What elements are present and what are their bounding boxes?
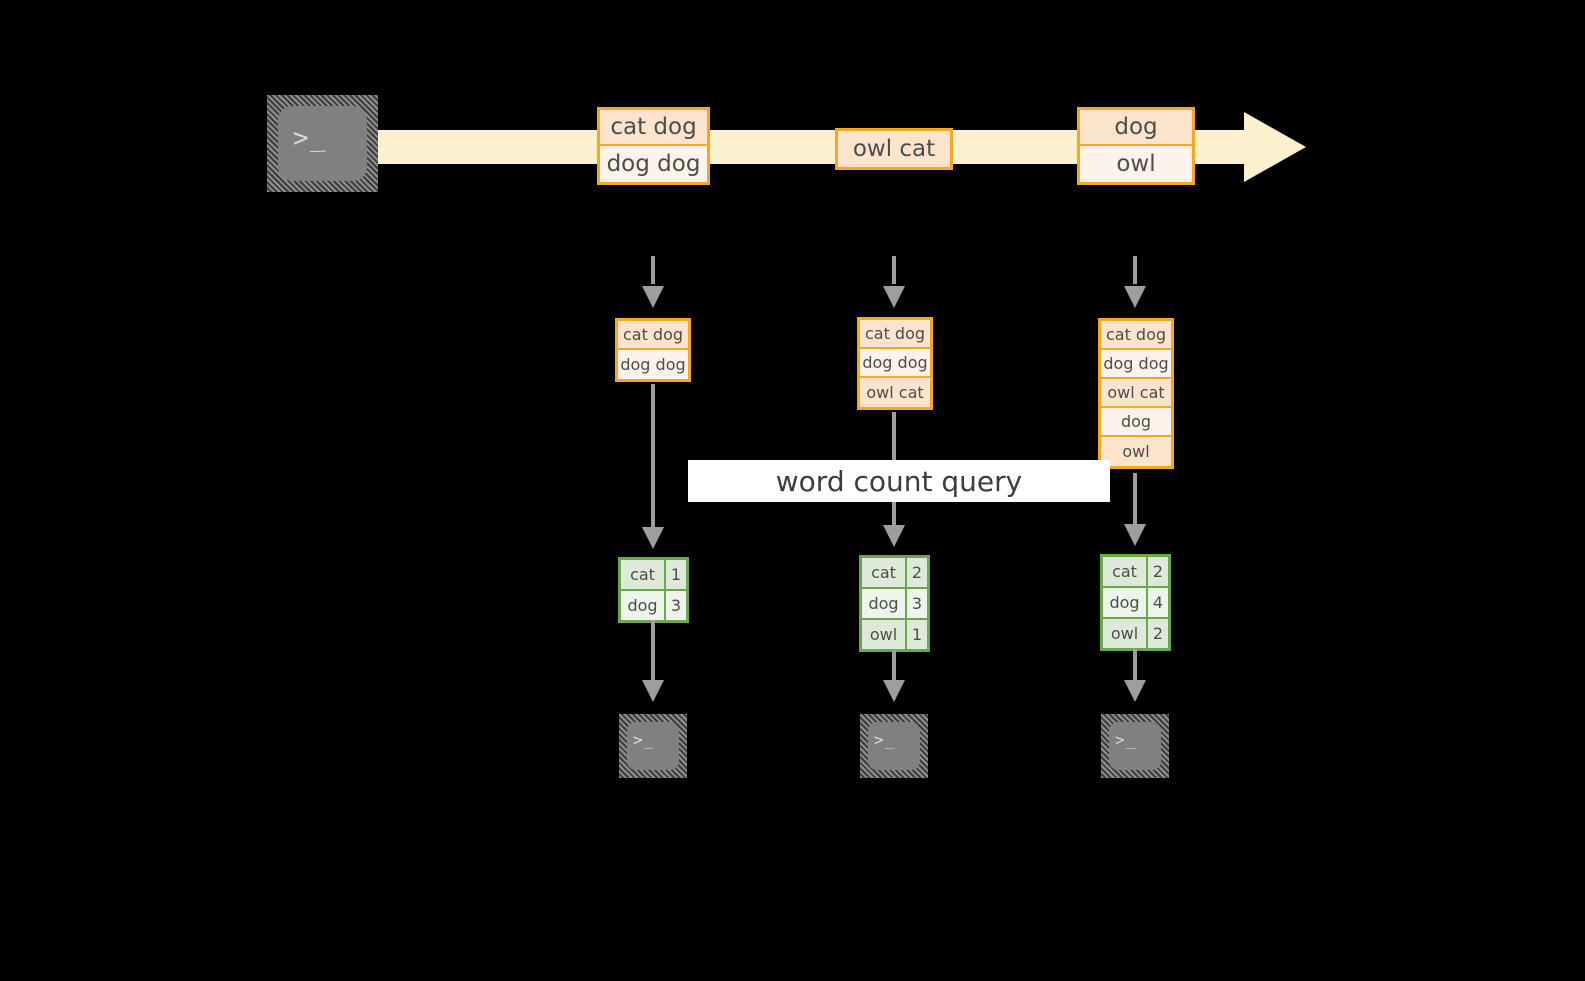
stream-record: cat dog	[600, 110, 707, 146]
table-cell-word: owl	[1103, 619, 1148, 648]
buffer-record: dog dog	[1101, 350, 1171, 379]
table-cell-count: 1	[907, 620, 927, 649]
buffer-record: cat dog	[618, 321, 688, 350]
snapshot-1-query-connector	[651, 384, 655, 530]
terminal-prompt-glyph: >_	[632, 729, 655, 750]
stream-record: dog	[1080, 110, 1192, 146]
snapshot-1-buffer: cat dog dog dog	[615, 318, 691, 382]
snapshot-1-result-table: cat 1 dog 3	[618, 557, 689, 623]
snapshot-1-sink-arrowhead	[642, 680, 664, 702]
table-row: cat 1	[621, 560, 686, 591]
terminal-screen	[868, 722, 920, 770]
snapshot-3-sink-arrowhead	[1124, 680, 1146, 702]
buffer-record: cat dog	[860, 320, 930, 349]
snapshot-3-query-connector	[1133, 473, 1137, 528]
buffer-record: dog	[1101, 408, 1171, 437]
buffer-record: cat dog	[1101, 321, 1171, 350]
terminal-prompt-glyph: >_	[292, 122, 327, 154]
table-cell-word: dog	[621, 591, 666, 620]
table-cell-count: 3	[907, 589, 927, 618]
stream-record: owl cat	[838, 131, 950, 167]
table-cell-count: 2	[1148, 557, 1168, 586]
source-terminal-icon: >_	[267, 95, 378, 192]
snapshot-3-dashed-arrowhead	[1124, 286, 1146, 308]
table-row: cat 2	[1103, 557, 1168, 588]
table-row: dog 4	[1103, 588, 1168, 619]
stream-record: owl	[1080, 146, 1192, 182]
snapshot-3-buffer: cat dog dog dog owl cat dog owl	[1098, 318, 1174, 469]
snapshot-2-dashed-connector	[892, 256, 896, 284]
terminal-screen	[278, 106, 367, 181]
snapshot-1-dashed-arrowhead	[642, 286, 664, 308]
table-cell-word: dog	[1103, 588, 1148, 617]
table-cell-count: 2	[907, 558, 927, 587]
snapshot-2-dashed-arrowhead	[883, 286, 905, 308]
table-cell-count: 3	[666, 591, 686, 620]
snapshot-3-query-arrowhead	[1124, 524, 1146, 546]
terminal-screen	[627, 722, 679, 770]
stream-group-1: cat dog dog dog	[597, 107, 710, 185]
snapshot-3-sink-connector	[1133, 649, 1137, 682]
snapshot-3-dashed-connector	[1133, 256, 1137, 284]
snapshot-2-query-arrowhead	[883, 525, 905, 547]
buffer-record: dog dog	[860, 349, 930, 378]
stream-group-2: owl cat	[835, 128, 953, 170]
stream-record: dog dog	[600, 146, 707, 182]
table-cell-count: 4	[1148, 588, 1168, 617]
snapshot-1-dashed-connector	[651, 256, 655, 284]
stream-group-3: dog owl	[1077, 107, 1195, 185]
terminal-prompt-glyph: >_	[873, 729, 896, 750]
table-row: owl 2	[1103, 619, 1168, 648]
query-label: word count query	[775, 464, 1023, 498]
snapshot-1-query-arrowhead	[642, 527, 664, 549]
snapshot-2-sink-terminal-icon: >_	[860, 714, 928, 778]
table-cell-word: owl	[862, 620, 907, 649]
snapshot-2-result-table: cat 2 dog 3 owl 1	[859, 555, 930, 652]
snapshot-3-result-table: cat 2 dog 4 owl 2	[1100, 554, 1171, 651]
table-row: dog 3	[862, 589, 927, 620]
buffer-record: owl cat	[1101, 379, 1171, 408]
snapshot-2-sink-arrowhead	[883, 680, 905, 702]
table-cell-count: 2	[1148, 619, 1168, 648]
snapshot-2-buffer: cat dog dog dog owl cat	[857, 317, 933, 410]
terminal-prompt-glyph: >_	[1114, 729, 1137, 750]
query-banner: word count query	[688, 460, 1110, 502]
terminal-screen	[1109, 722, 1161, 770]
table-row: cat 2	[862, 558, 927, 589]
table-row: dog 3	[621, 591, 686, 620]
table-cell-word: cat	[621, 560, 666, 589]
buffer-record: owl	[1101, 437, 1171, 466]
snapshot-3-sink-terminal-icon: >_	[1101, 714, 1169, 778]
table-cell-count: 1	[666, 560, 686, 589]
buffer-record: dog dog	[618, 350, 688, 379]
table-cell-word: dog	[862, 589, 907, 618]
snapshot-1-sink-terminal-icon: >_	[619, 714, 687, 778]
buffer-record: owl cat	[860, 378, 930, 407]
table-cell-word: cat	[862, 558, 907, 587]
snapshot-2-sink-connector	[892, 650, 896, 682]
snapshot-1-sink-connector	[651, 620, 655, 682]
table-row: owl 1	[862, 620, 927, 649]
table-cell-word: cat	[1103, 557, 1148, 586]
